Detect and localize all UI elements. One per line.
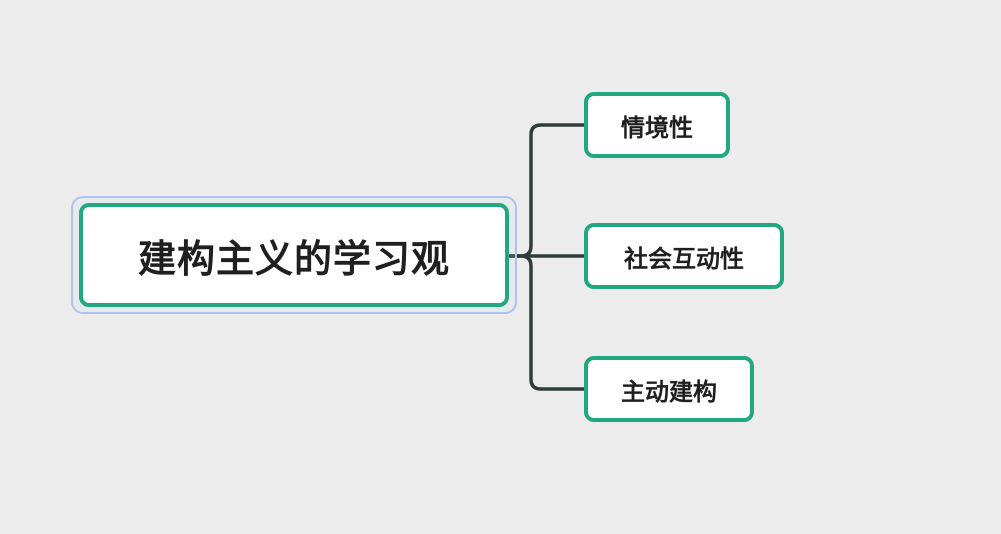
child-node-situatedness[interactable]: 情境性	[584, 92, 730, 158]
child-node-label: 情境性	[621, 114, 693, 142]
child-node-label: 社会互动性	[624, 245, 744, 273]
connector-root-to-child-1	[508, 123, 586, 258]
connector-root-to-child-3	[508, 254, 586, 391]
child-node-label: 主动建构	[621, 378, 717, 406]
child-node-active-construction[interactable]: 主动建构	[584, 356, 754, 422]
child-node-social-interaction[interactable]: 社会互动性	[584, 223, 784, 289]
root-node[interactable]: 建构主义的学习观	[79, 203, 509, 307]
root-node-label: 建构主义的学习观	[137, 238, 450, 281]
